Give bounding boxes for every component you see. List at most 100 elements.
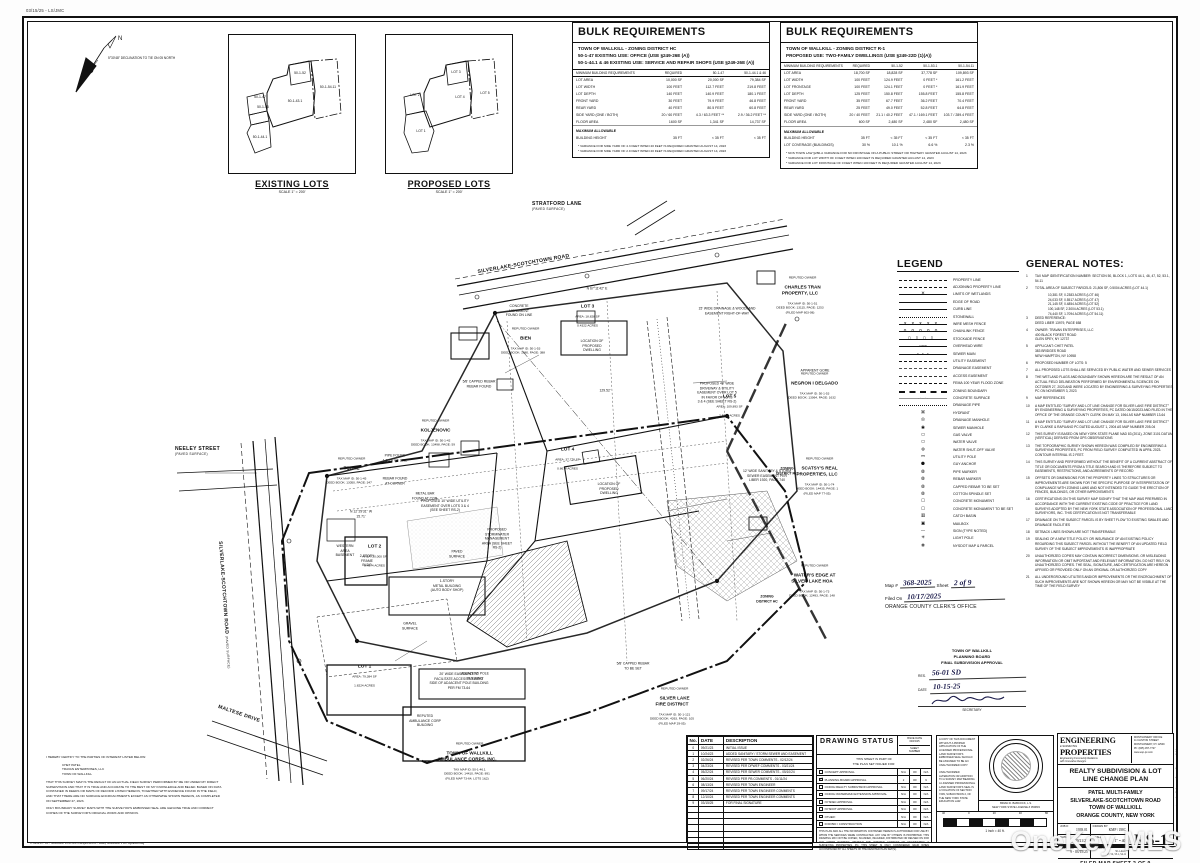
legend-item: ✕LIMITS OF WETLANDS xyxy=(897,291,1019,298)
status-checkbox[interactable] xyxy=(819,776,823,782)
general-note-number: 11 xyxy=(1026,419,1030,424)
legend-item-label: OVERHEAD WIRE xyxy=(953,344,983,349)
legend-item-label: UTILITY EASEMENT xyxy=(953,358,987,363)
bulk-requirements-hc: BULK REQUIREMENTS TOWN OF WALLKILL - ZON… xyxy=(572,22,770,158)
revision-row-blank xyxy=(686,842,813,851)
proposed-lots-caption: PROPOSED LOTS xyxy=(407,179,491,189)
legend-item: ◍CAPPED REBAR TO BE SET xyxy=(897,483,1019,490)
proposed-lots-keymap: LOT 2 LOT 1 LOT 3 LOT 4 LOT 5 PROPOSED L… xyxy=(385,34,513,194)
status-checkbox[interactable] xyxy=(819,799,823,804)
legend-symbol-stonewall-icon xyxy=(897,313,949,320)
filed-map-sheet: FILED MAP SHEET 2 OF 9 xyxy=(1058,859,1173,863)
legend-item-label: DRAINAGE MANHOLE xyxy=(953,418,990,423)
general-note-number: 7 xyxy=(1026,368,1028,373)
legend-symbol-sewer-main-icon: S—S—S xyxy=(897,350,949,357)
col-head: 50-1-44.1 & 46 xyxy=(727,68,769,78)
general-note-text: THE TOPOGRAPHIC SURVEY SHOWN HEREON WAS … xyxy=(1035,443,1167,457)
declination-note: 5°30'48" DECLINATION TO TIE ON 05 NORTH xyxy=(108,56,176,60)
status-cell: N/A xyxy=(901,814,906,819)
proposed-lots-box: LOT 2 LOT 1 LOT 3 LOT 4 LOT 5 xyxy=(385,34,513,174)
legend-item: DRAINAGE PIPE xyxy=(897,402,1019,409)
revisions-header-row: No. DATE DESCRIPTION xyxy=(686,736,813,745)
filed-map-label: Map # xyxy=(885,583,898,588)
legend-symbol-water-shut-off-valve-icon: ⊗ xyxy=(921,447,925,453)
general-note-text: A MAP ENTITLED "SURVEY AND LOT LINE CHAN… xyxy=(1035,403,1173,417)
status-checkbox[interactable] xyxy=(819,785,823,789)
approval-res-value: 56-01 SD xyxy=(928,666,1027,681)
legend-symbol-light-pole-icon: ☀ xyxy=(920,535,926,541)
general-note-text: ALL PROPOSED LOTS SHALL BE SERVICED BY P… xyxy=(1035,368,1171,373)
firm-name-line3: PROPERTIES xyxy=(1060,747,1112,757)
status-cell: N/A xyxy=(901,807,906,812)
status-cell: N/A xyxy=(920,791,931,798)
legend-item: ❀NYSDOT MAP & PARCEL xyxy=(897,542,1019,549)
status-cell: N/A xyxy=(920,783,931,791)
legend-item: DRAINAGE EASEMENT xyxy=(897,365,1019,372)
legend-item-label: SIGN (TYPE NOTED) xyxy=(953,528,988,533)
general-note-text: MAP REFERENCES xyxy=(1035,396,1066,401)
legend-item-label: CATCH BASIN xyxy=(953,514,977,519)
legend-symbol-sign-type-noted--icon: — xyxy=(920,528,926,534)
approval-secretary-label: SECRETARY xyxy=(918,706,1026,713)
general-note-text: ALL UNDERGROUND UTILITIES AND/OR IMPROVE… xyxy=(1035,574,1172,589)
status-checkbox[interactable] xyxy=(819,792,823,797)
firm-name-line2: & SURVEYING xyxy=(1060,744,1078,748)
table-header-row: MINIMUM BUILDING REQUIREMENTS REQUIRED 5… xyxy=(781,61,977,71)
bulk-hc-sub1: TOWN OF WALLKILL - ZONING DISTRICT HC xyxy=(578,45,677,51)
status-cell: OF xyxy=(909,783,920,791)
legend-symbol-chainlink-fence-icon: ooooo xyxy=(897,328,949,335)
status-cell: N/A xyxy=(901,785,906,790)
general-note-number: 5 xyxy=(1026,344,1028,349)
legend-symbol-guy-anchor-icon: ● xyxy=(921,461,925,467)
existing-lots-caption: EXISTING LOTS xyxy=(255,179,329,189)
legend-item-label: PROPERTY LINE xyxy=(953,277,981,282)
legend-item: ⚯UTILITY POLE xyxy=(897,453,1019,460)
bulk-hc-sub3: 50-1-44.1 & 46 EXISTING USE: SERVICE AND… xyxy=(578,59,755,65)
legend-item: ◍PIPE MARKER xyxy=(897,468,1019,475)
status-checkbox[interactable] xyxy=(819,814,823,819)
status-checkbox[interactable] xyxy=(819,822,823,826)
legend-symbol-concrete-monument-icon: ◻ xyxy=(921,498,925,504)
legend-item: ☀LIGHT POLE xyxy=(897,535,1019,542)
scale-caption: 1 inch = 40 ft. xyxy=(985,829,1005,833)
seal-note: A COPY OF THIS DOCUMENT WITHOUT A PROPER… xyxy=(937,736,979,811)
legend-item-label: STOCKADE FENCE xyxy=(953,336,986,341)
drawing-status-panel: DRAWING STATUS ISSUE DATE 03/15/25 SHEET… xyxy=(816,735,932,851)
date-row: DATE: 09/21/23 xyxy=(1058,835,1090,846)
legend-symbol-gas-valve-icon: ▭ xyxy=(920,432,926,438)
legend-item-label: COTTON SPINDLE SET xyxy=(953,492,992,497)
firm-logo: ENGINEERING & SURVEYING PROPERTIES Engin… xyxy=(1058,734,1173,765)
status-checkbox[interactable] xyxy=(819,807,823,811)
status-checkbox[interactable] xyxy=(819,770,823,775)
firm-office-info: MONTGOMERY OFFICE 11 CLINTON STREET MONT… xyxy=(1131,735,1171,763)
approval-date-label: DATE xyxy=(918,688,927,693)
status-cell: N/A xyxy=(920,813,931,820)
general-note-number: 20 xyxy=(1026,553,1030,558)
general-note-text: DRAINAGE ON THE SUBJECT PARCEL IS BY SHE… xyxy=(1035,518,1169,528)
general-note-number: 16 xyxy=(1026,497,1030,502)
job-no-row: JOB #: 1939.01 xyxy=(1058,824,1090,835)
legend-symbol-rebar-marker-icon: ◍ xyxy=(921,476,925,482)
legend-item-label: REBAR MARKER xyxy=(953,477,982,482)
legend-item-label: CONCRETE MONUMENT xyxy=(953,499,995,504)
